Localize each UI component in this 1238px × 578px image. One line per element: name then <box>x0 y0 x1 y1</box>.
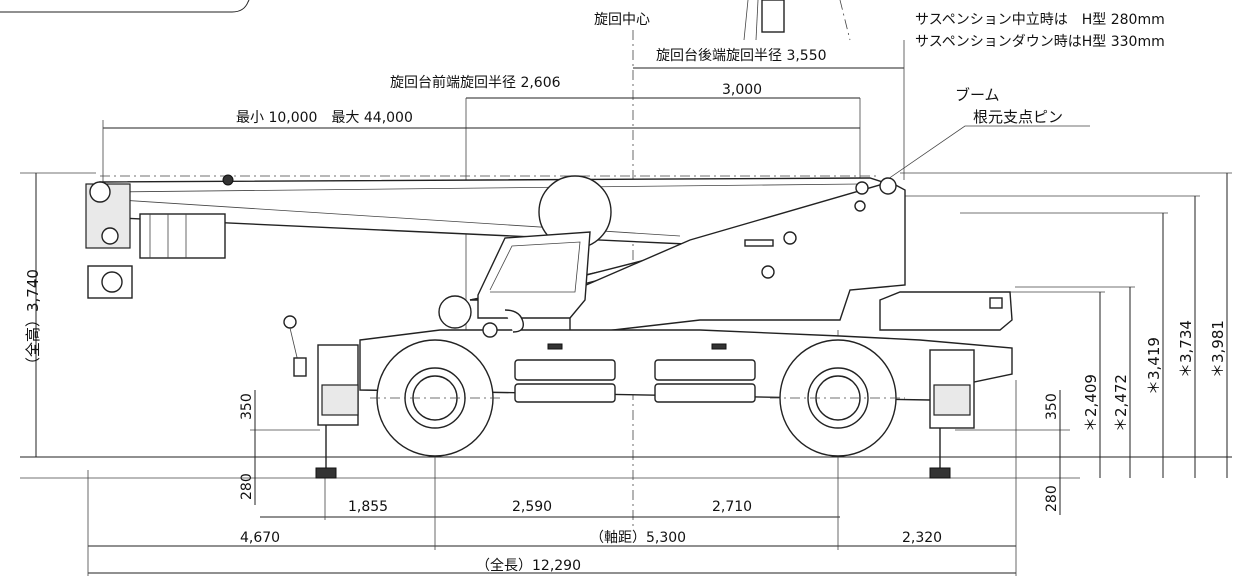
height-2409: ＊2,409 <box>1082 374 1100 432</box>
height-2472: ＊2,472 <box>1112 374 1130 432</box>
boom-pin-label-1: ブーム <box>955 86 1000 104</box>
dim-1855: 1,855 <box>348 499 388 515</box>
height-3981: ＊3,981 <box>1209 320 1227 378</box>
height-3734: ＊3,734 <box>1177 320 1195 378</box>
dim-280-right: 280 <box>1044 485 1060 512</box>
dim-280-left: 280 <box>239 473 255 500</box>
front-swing-radius-label: 旋回台前端旋回半径 2,606 <box>390 74 561 91</box>
boom-length-label: 最小 10,000 最大 44,000 <box>236 110 413 126</box>
wheelbase-label: （軸距）5,300 <box>590 530 686 546</box>
superstructure <box>569 181 906 336</box>
slew-center-label: 旋回中心 <box>594 12 650 28</box>
dim-350-left: 350 <box>239 393 255 420</box>
height-3419: ＊3,419 <box>1145 337 1163 395</box>
bottom-dims <box>87 330 1017 576</box>
crane-body <box>85 174 1013 479</box>
dim-2710: 2,710 <box>712 499 752 515</box>
front-wheel <box>370 339 500 457</box>
dim-4670: 4,670 <box>240 530 280 546</box>
dim-350-right: 350 <box>1044 393 1060 420</box>
overall-height-label: （全高）3,740 <box>24 269 42 372</box>
height-dims-right <box>900 172 1232 478</box>
overall-length-label: （全長）12,290 <box>476 557 581 574</box>
dim-2320: 2,320 <box>902 530 942 546</box>
suspension-note-down: サスペンションダウン時はH型 330mm <box>915 34 1165 50</box>
dim-3000: 3,000 <box>722 82 762 98</box>
counterweight <box>879 291 1013 331</box>
operator-cab <box>477 231 591 319</box>
hook-block-top <box>743 0 851 41</box>
dim-2590: 2,590 <box>512 499 552 515</box>
rear-wheel <box>770 339 905 457</box>
frame-corner <box>0 0 250 13</box>
boom-pin-leader <box>871 125 1090 191</box>
boom-pin-label-2: 根元支点ピン <box>973 108 1063 126</box>
rear-swing-radius-label: 旋回台後端旋回半径 3,550 <box>656 48 827 64</box>
suspension-note-neutral: サスペンション中立時は H型 280mm <box>915 12 1165 28</box>
